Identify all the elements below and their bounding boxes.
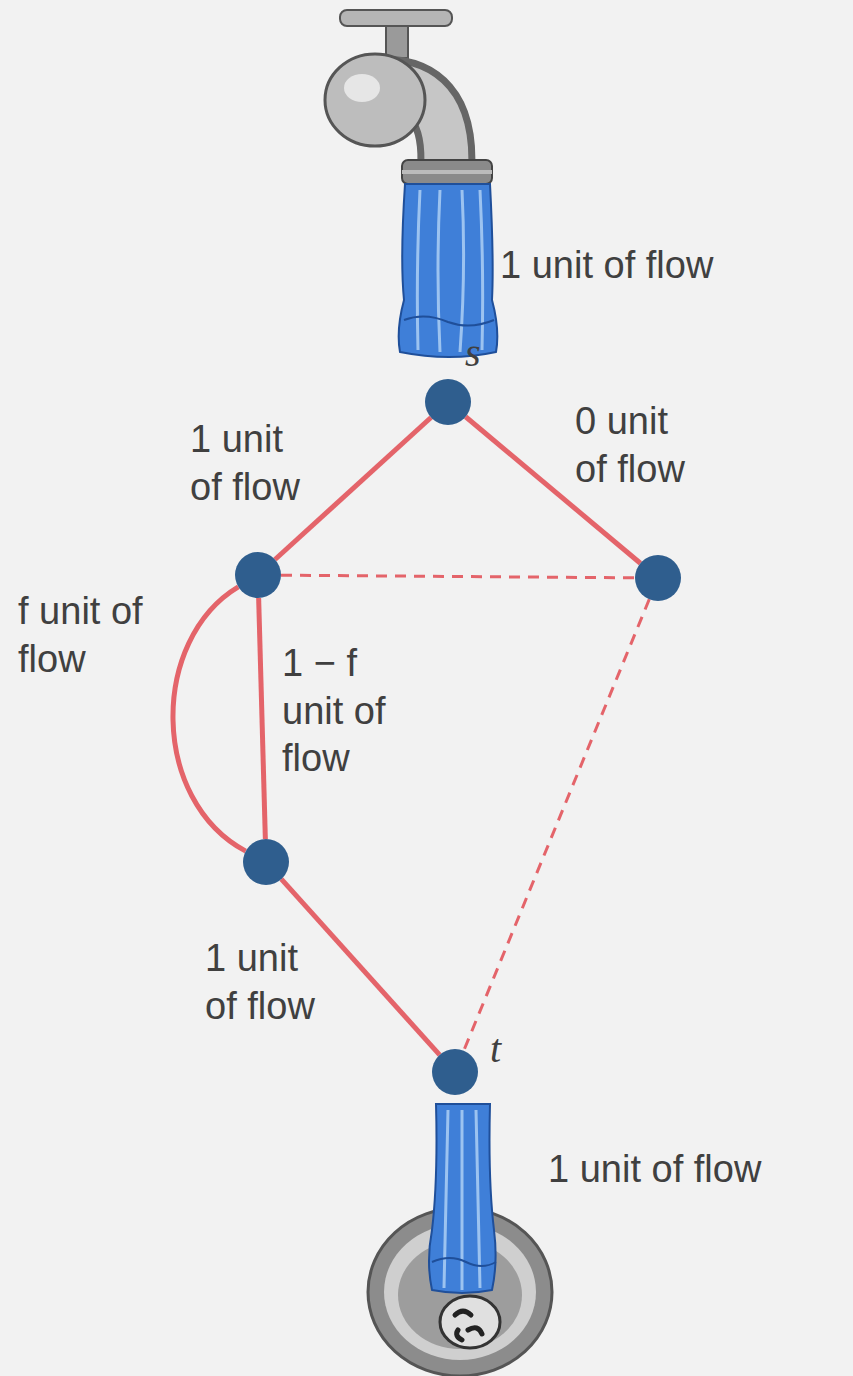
flow-label: 1 unit of flow	[190, 416, 325, 511]
dashed-edge	[464, 599, 650, 1050]
water-stream	[429, 1104, 496, 1293]
flow-edge	[281, 879, 439, 1055]
graph-vertex	[243, 839, 289, 885]
vertex-label: t	[490, 1029, 501, 1069]
graph-vertex: s	[425, 379, 471, 425]
flow-edge	[259, 598, 266, 839]
flow-label: f unit of flow	[18, 588, 173, 683]
vertex-label: s	[465, 333, 481, 373]
flow-amount-label: 1 unit of flow	[500, 242, 713, 290]
flow-label: 1 unit of flow	[205, 935, 340, 1030]
flow-amount-label: 1 unit of flow	[548, 1146, 761, 1194]
graph-vertex	[635, 555, 681, 601]
flow-edge	[173, 587, 246, 851]
flow-label: 1 − f unit of flow	[282, 640, 414, 783]
flow-label: 0 unit of flow	[575, 398, 710, 493]
dashed-edge	[281, 575, 635, 578]
faucet	[325, 10, 492, 184]
graph-vertex: t	[432, 1049, 478, 1095]
water-stream	[399, 184, 498, 357]
graph-vertex	[235, 552, 281, 598]
